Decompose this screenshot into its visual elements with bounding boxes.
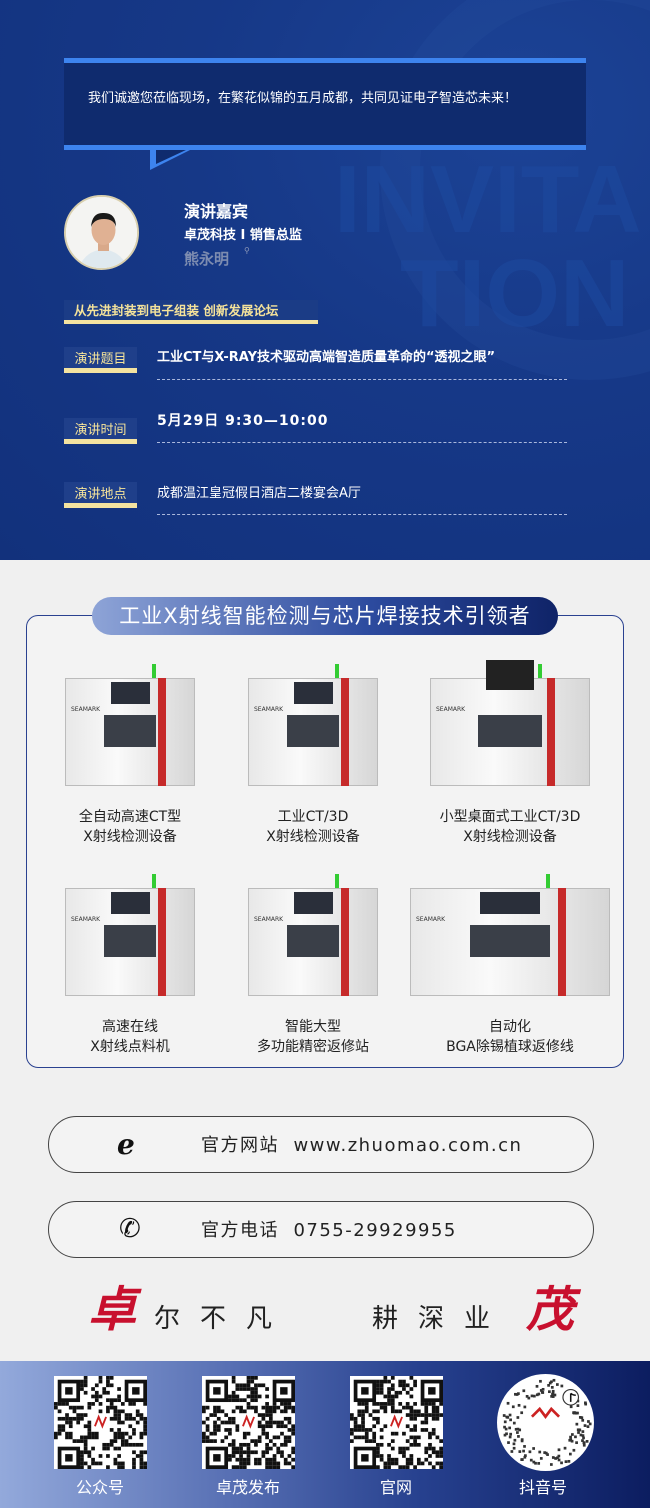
- qr-code[interactable]: [54, 1376, 147, 1469]
- product-name-line2: X射线点料机: [90, 1039, 170, 1055]
- product-label: 自动化 BGA除锡植球返修线: [415, 1017, 605, 1057]
- phone-label: 官方电话: [201, 1220, 279, 1241]
- brand-mark: SEAMARK: [416, 916, 446, 923]
- product-image: SEAMARK: [65, 870, 195, 1002]
- qr-footer: 公众号 卓茂发布 官网 抖音号: [0, 1361, 650, 1508]
- product-label: 工业CT/3D X射线检测设备: [218, 807, 408, 847]
- forum-banner: 从先进封装到电子组装 创新发展论坛: [64, 300, 318, 324]
- product-name-line2: X射线检测设备: [83, 829, 177, 845]
- product-label: 小型桌面式工业CT/3D X射线检测设备: [415, 807, 605, 847]
- product-image: SEAMARK: [248, 870, 378, 1002]
- phone-number: 0755-29929955: [293, 1220, 457, 1241]
- invitation-bubble: 我们诚邀您莅临现场，在繁花似锦的五月成都，共同见证电子智造芯未来！: [64, 58, 586, 150]
- watermark-text: INVITA: [334, 146, 642, 253]
- phone-icon: ✆: [119, 1214, 141, 1244]
- brand-mark: SEAMARK: [71, 916, 101, 923]
- speaker-heading: 演讲嘉宾: [184, 202, 249, 221]
- speaker-avatar: [64, 195, 139, 270]
- product-label: 全自动高速CT型 X射线检测设备: [35, 807, 225, 847]
- search-icon: ⚲: [244, 246, 250, 255]
- products-title: 工业X射线智能检测与芯片焊接技术引领者: [92, 597, 558, 635]
- website-text: 官方网站 www.zhuomao.com.cn: [201, 1117, 522, 1174]
- slogan-red-char: 卓: [88, 1282, 137, 1338]
- slogan-red-char: 茂: [526, 1282, 575, 1338]
- product-name-line1: 智能大型: [285, 1019, 341, 1035]
- product-label: 高速在线 X射线点料机: [35, 1017, 225, 1057]
- divider: [157, 514, 567, 515]
- product-name-line1: 自动化: [489, 1019, 531, 1035]
- website-url: www.zhuomao.com.cn: [293, 1135, 523, 1156]
- website-link[interactable]: e 官方网站 www.zhuomao.com.cn: [48, 1116, 594, 1173]
- time-value: 5月29日 9:30—10:00: [157, 413, 329, 429]
- browser-icon: e: [117, 1128, 135, 1161]
- product-image: SEAMARK: [65, 660, 195, 792]
- qr-code[interactable]: [202, 1376, 296, 1469]
- slogan-left: 尔不凡: [154, 1304, 293, 1334]
- venue-value: 成都温江皇冠假日酒店二楼宴会A厅: [157, 486, 361, 501]
- product-name-line1: 全自动高速CT型: [78, 809, 182, 825]
- bubble-tail-inner: [156, 150, 186, 164]
- product-name-line1: 小型桌面式工业CT/3D: [439, 809, 581, 825]
- qr-code[interactable]: [497, 1374, 594, 1471]
- qr-label: 官网: [379, 1478, 412, 1497]
- topic-label: 演讲题目: [64, 347, 137, 373]
- product-name-line2: X射线检测设备: [463, 829, 557, 845]
- product-image: SEAMARK: [248, 660, 378, 792]
- qr-label: 抖音号: [518, 1478, 567, 1497]
- product-label: 智能大型多功能精密返修站: [218, 1017, 408, 1057]
- invitation-text: 我们诚邀您莅临现场，在繁花似锦的五月成都，共同见证电子智造芯未来！: [88, 91, 518, 106]
- phone-text: 官方电话 0755-29929955: [201, 1202, 457, 1259]
- qr-label: 卓茂发布: [215, 1478, 280, 1497]
- product-name-line2: X射线检测设备: [266, 829, 360, 845]
- brand-mark: SEAMARK: [254, 916, 284, 923]
- topic-value: 工业CT与X-RAY技术驱动高端智造质量革命的“透视之眼”: [157, 350, 496, 365]
- watermark-text: TION: [400, 240, 630, 347]
- invitation-section: INVITA TION 我们诚邀您莅临现场，在繁花似锦的五月成都，共同见证电子智…: [0, 0, 650, 560]
- qr-code[interactable]: [350, 1376, 444, 1469]
- speaker-company-title: 卓茂科技 I 销售总监: [184, 228, 302, 243]
- phone-link[interactable]: ✆ 官方电话 0755-29929955: [48, 1201, 594, 1258]
- divider: [157, 442, 567, 443]
- divider: [157, 379, 567, 380]
- brand-mark: SEAMARK: [436, 706, 466, 713]
- product-name-line1: 工业CT/3D: [277, 809, 349, 825]
- product-name-line2: 多功能精密返修站: [257, 1039, 369, 1055]
- product-image: SEAMARK: [430, 660, 590, 792]
- product-name-line1: 高速在线: [102, 1019, 158, 1035]
- brand-mark: SEAMARK: [254, 706, 284, 713]
- qr-label: 公众号: [75, 1478, 124, 1497]
- venue-label: 演讲地点: [64, 482, 137, 508]
- speaker-name: 熊永明: [184, 250, 230, 268]
- product-image: SEAMARK: [410, 870, 610, 1002]
- product-name-line2: BGA除锡植球返修线: [446, 1039, 574, 1055]
- slogan-right: 耕深业: [372, 1304, 511, 1334]
- time-label: 演讲时间: [64, 418, 137, 444]
- website-label: 官方网站: [201, 1135, 279, 1156]
- brand-mark: SEAMARK: [71, 706, 101, 713]
